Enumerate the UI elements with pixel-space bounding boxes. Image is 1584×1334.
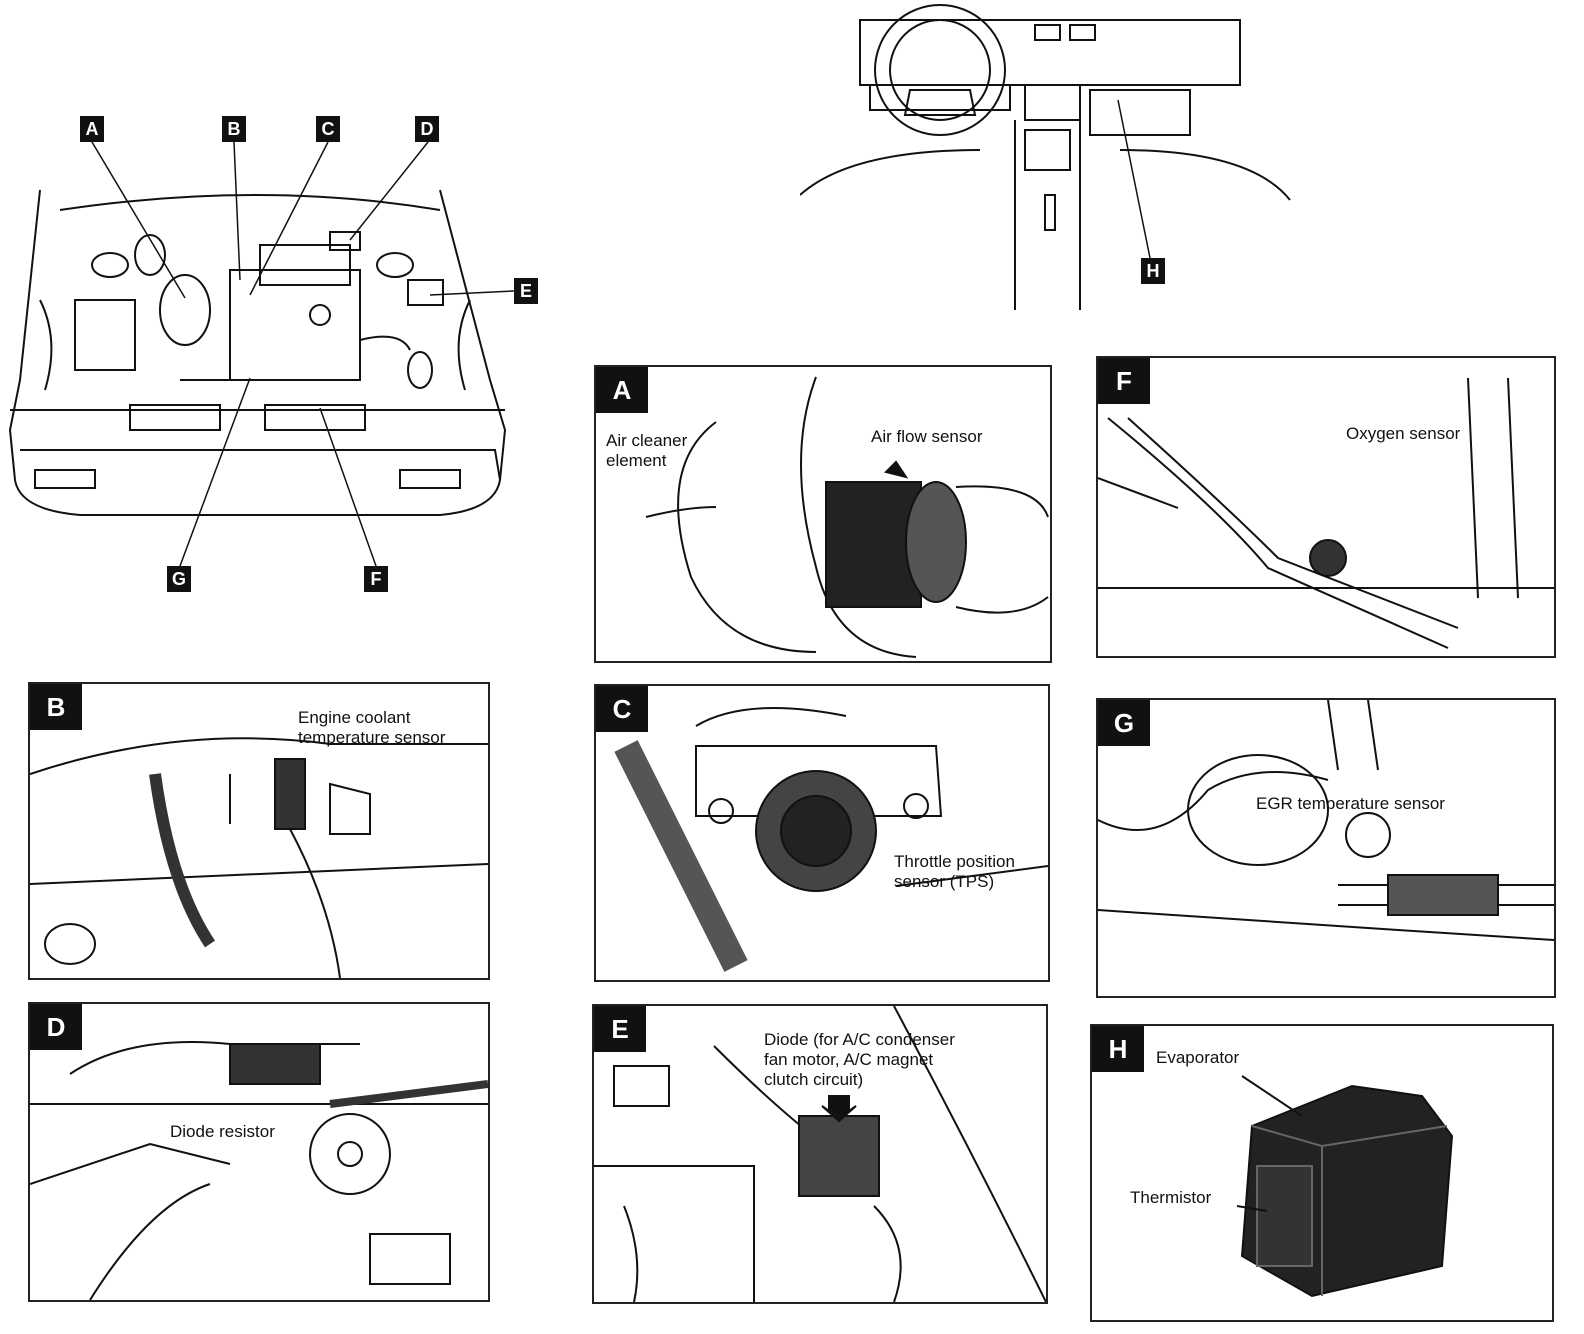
panel-h-tag: H	[1092, 1026, 1144, 1072]
label-throttle-position-sensor: Throttle position sensor (TPS)	[894, 852, 1015, 891]
panel-c-tag: C	[596, 686, 648, 732]
callout-b: B	[222, 116, 246, 142]
label-diode-ac: Diode (for A/C condenser fan motor, A/C …	[764, 1030, 955, 1089]
panel-g-tag: G	[1098, 700, 1150, 746]
panel-c-illustration	[614, 707, 1048, 972]
panel-g-egr-temperature-sensor: G EGR temperature sensor	[1096, 698, 1556, 998]
callout-f: F	[364, 566, 388, 592]
engine-bay-overview-illustration	[8, 189, 507, 516]
panel-b-illustration	[30, 737, 488, 978]
panel-h-illustration	[1236, 1075, 1454, 1298]
label-egr-temperature-sensor: EGR temperature sensor	[1256, 794, 1445, 813]
panel-e-diode: E Diode (for A/C condenser fan motor, A/…	[592, 1004, 1048, 1304]
callout-c: C	[316, 116, 340, 142]
panel-d-diode-resistor: D Diode resistor	[28, 1002, 490, 1302]
label-air-flow-sensor: Air flow sensor	[871, 427, 983, 446]
callout-e: E	[514, 278, 538, 304]
dashboard-illustration	[800, 4, 1291, 310]
panel-a-air-flow-sensor: A Air cleaner element Air flow sensor	[594, 365, 1052, 663]
overview-leader-lines	[91, 99, 1151, 567]
callout-g: G	[167, 566, 191, 592]
panel-e-illustration	[594, 1006, 1046, 1302]
panel-f-illustration	[1098, 358, 1554, 649]
panel-d-tag: D	[30, 1004, 82, 1050]
callout-d: D	[415, 116, 439, 142]
callout-a: A	[80, 116, 104, 142]
panel-h-evaporator-thermistor: H Evaporator Thermistor	[1090, 1024, 1554, 1322]
label-diode-resistor: Diode resistor	[170, 1122, 275, 1141]
label-thermistor: Thermistor	[1130, 1188, 1212, 1207]
panel-d-illustration	[30, 1041, 488, 1300]
panel-b-coolant-temp-sensor: B Engine coolant temperature sensor	[28, 682, 490, 980]
panel-f-tag: F	[1098, 358, 1150, 404]
label-air-cleaner-element: Air cleaner element	[606, 431, 688, 470]
panel-b-tag: B	[30, 684, 82, 730]
panel-e-tag: E	[594, 1006, 646, 1052]
panel-f-oxygen-sensor: F Oxygen sensor	[1096, 356, 1556, 658]
label-engine-coolant-temperature-sensor: Engine coolant temperature sensor	[298, 708, 446, 747]
callout-h: H	[1141, 258, 1165, 284]
label-oxygen-sensor: Oxygen sensor	[1346, 424, 1461, 443]
panel-g-illustration	[1098, 700, 1554, 941]
label-evaporator: Evaporator	[1156, 1048, 1240, 1067]
panel-a-tag: A	[596, 367, 648, 413]
panel-c-throttle-position-sensor: C Throttle position sensor (TPS)	[594, 684, 1050, 982]
panel-a-illustration	[645, 376, 1049, 658]
